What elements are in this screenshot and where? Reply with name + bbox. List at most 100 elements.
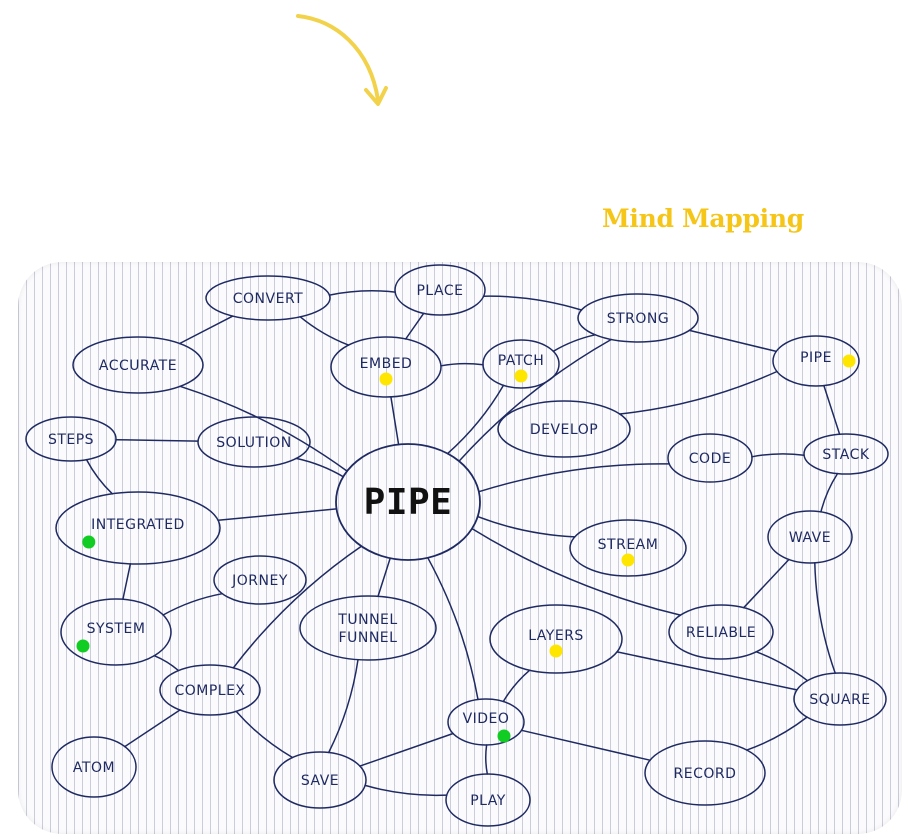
node-save: SAVE xyxy=(273,751,367,809)
edge-wave-reliable xyxy=(742,558,790,609)
node-label-system: SYSTEM xyxy=(87,621,146,637)
node-label-square: SQUARE xyxy=(809,692,870,708)
edge-layers-video xyxy=(502,669,531,703)
node-label-layers: LAYERS xyxy=(528,628,584,644)
node-outline-journey xyxy=(213,555,307,605)
decorative-arrow xyxy=(296,14,388,106)
edge-complex-atom xyxy=(124,709,181,748)
node-pipe_center: PIPE xyxy=(335,443,481,561)
node-label-tunnel-1: FUNNEL xyxy=(339,630,398,646)
node-label-convert: CONVERT xyxy=(233,291,303,307)
node-outline-code xyxy=(667,433,753,483)
yellow-dot-marker xyxy=(621,553,635,567)
edge-code-stack xyxy=(751,453,805,458)
node-video: VIDEO xyxy=(447,698,525,746)
edge-video-save xyxy=(359,732,454,767)
node-outline-develop xyxy=(497,400,631,458)
node-outline-play xyxy=(445,773,531,827)
node-layers: LAYERS xyxy=(489,604,623,674)
node-outline-layers xyxy=(489,604,623,674)
node-outline-stream xyxy=(569,519,687,577)
node-embed: EMBED xyxy=(330,336,442,398)
node-label-reliable: RELIABLE xyxy=(686,625,756,641)
edge-layers-square xyxy=(616,651,798,691)
edge-video-record xyxy=(520,729,651,761)
edge-integrated-pipe_center xyxy=(217,508,338,522)
node-label-pipe_right: PIPE xyxy=(800,350,832,366)
edge-video-pipe_center xyxy=(427,557,479,701)
node-label-embed: EMBED xyxy=(360,356,413,372)
node-steps: STEPS xyxy=(25,416,117,462)
node-label-video: VIDEO xyxy=(463,711,510,727)
node-label-develop: DEVELOP xyxy=(530,422,598,438)
yellow-dot-marker xyxy=(514,369,528,383)
node-label-save: SAVE xyxy=(301,773,339,789)
node-wave: WAVE xyxy=(767,510,853,564)
node-system: SYSTEM xyxy=(60,598,172,666)
edge-record-square xyxy=(746,716,808,751)
node-label-atom: ATOM xyxy=(73,760,115,776)
node-reliable: RELIABLE xyxy=(668,604,774,660)
node-convert: CONVERT xyxy=(205,275,331,321)
edge-system-complex xyxy=(153,654,180,672)
node-outline-pipe_right xyxy=(772,335,860,387)
node-label-complex: COMPLEX xyxy=(174,683,245,699)
node-outline-accurate xyxy=(72,336,204,394)
edge-pipe_right-stack xyxy=(823,384,841,435)
node-label-steps: STEPS xyxy=(48,432,94,448)
node-label-place: PLACE xyxy=(416,283,463,299)
node-label-stream: STREAM xyxy=(598,537,659,553)
edge-convert-embed xyxy=(299,316,350,346)
edge-develop-pipe_right xyxy=(618,370,778,415)
edge-complex-save xyxy=(235,710,294,759)
node-outline-system xyxy=(60,598,172,666)
node-outline-record xyxy=(644,740,766,806)
node-journey: JORNEY xyxy=(213,555,307,605)
node-integrated: INTEGRATED xyxy=(55,491,221,565)
edge-tunnel-save xyxy=(327,658,359,754)
node-place: PLACE xyxy=(394,264,486,316)
node-strong: STRONG xyxy=(577,293,699,343)
yellow-dot-marker xyxy=(379,372,393,386)
node-complex: COMPLEX xyxy=(159,664,261,716)
edge-patch-strong xyxy=(552,334,596,353)
node-stack: STACK xyxy=(803,433,889,475)
edge-save-play xyxy=(364,784,448,797)
node-outline-save xyxy=(273,751,367,809)
node-outline-solution xyxy=(197,416,311,468)
node-label-patch: PATCH xyxy=(498,353,545,369)
node-outline-reliable xyxy=(668,604,774,660)
mind-map-diagram: PIPE CONVERT PLACE STRONG ACCURATE EMBED PATCH… xyxy=(25,264,889,827)
edge-wave-square xyxy=(814,562,836,674)
node-outline-atom xyxy=(51,736,137,798)
node-outline-complex xyxy=(159,664,261,716)
edge-place-embed xyxy=(404,312,425,340)
edge-code-pipe_center xyxy=(478,463,671,493)
edge-integrated-system xyxy=(122,563,132,601)
node-outline-square xyxy=(793,672,887,726)
node-outline-strong xyxy=(577,293,699,343)
node-outline-pipe_center xyxy=(335,443,481,561)
node-outline-steps xyxy=(25,416,117,462)
green-dot-marker xyxy=(497,729,511,743)
edge-complex-pipe_center xyxy=(232,545,363,669)
edge-accurate-pipe_center xyxy=(179,385,348,472)
edge-journey-system xyxy=(162,592,223,616)
node-code: CODE xyxy=(667,433,753,483)
node-patch: PATCH xyxy=(482,339,560,389)
node-label-pipe_center: PIPE xyxy=(364,482,453,523)
node-solution: SOLUTION xyxy=(197,416,311,468)
node-label-stack: STACK xyxy=(822,447,869,463)
edge-convert-accurate xyxy=(178,315,234,345)
node-label-journey: JORNEY xyxy=(231,573,288,589)
node-accurate: ACCURATE xyxy=(72,336,204,394)
node-outline-wave xyxy=(767,510,853,564)
edge-stack-wave xyxy=(820,472,839,513)
node-atom: ATOM xyxy=(51,736,137,798)
edge-patch-embed xyxy=(440,362,484,367)
edge-strong-pipe_right xyxy=(688,329,778,353)
edge-solution-pipe_center xyxy=(295,457,344,478)
node-outline-stack xyxy=(803,433,889,475)
green-dot-marker xyxy=(76,639,90,653)
